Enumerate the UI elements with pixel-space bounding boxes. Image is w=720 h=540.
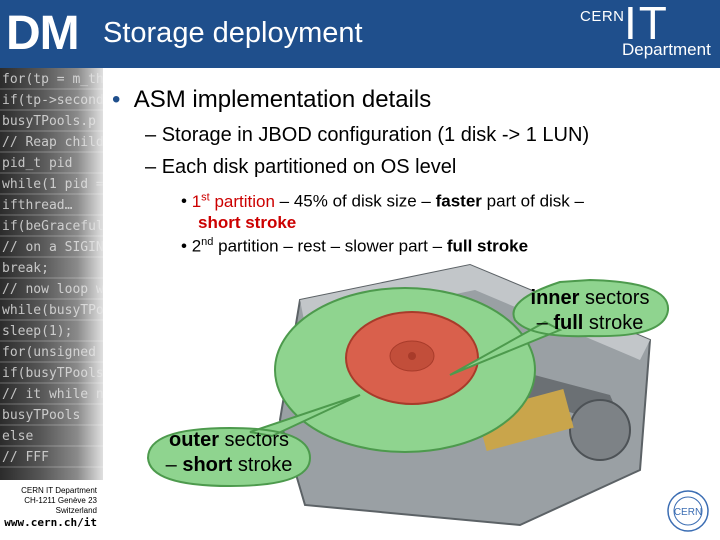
slide-title: Storage deployment: [103, 17, 363, 49]
footer-address: CERN IT Department CH-1211 Genève 23 Swi…: [0, 480, 103, 540]
code-line: // FFF: [2, 450, 49, 465]
footer-line-2: CH-1211 Genève 23: [24, 496, 97, 505]
bullet-asm-text: ASM implementation details: [133, 86, 432, 113]
ordinal-1: 1: [191, 191, 202, 211]
bullet-dot: •: [112, 86, 121, 113]
strip-divider: [0, 88, 103, 90]
strip-divider: [0, 151, 103, 153]
strip-divider: [0, 277, 103, 279]
cern-badge-icon: CERN: [667, 490, 709, 532]
outer-callout-text: outer sectors – short stroke: [144, 428, 314, 478]
department-logo-text: Department: [622, 40, 711, 59]
strip-divider: [0, 424, 103, 426]
strip-divider: [0, 256, 103, 258]
code-line: pid_t pid: [2, 156, 73, 171]
spindle-center: [408, 352, 416, 360]
item1-middle: – 45% of disk size –: [279, 191, 431, 211]
code-line: break;: [2, 261, 49, 276]
code-line: busyTPools.p: [2, 114, 96, 129]
ordinal-1-suffix: st: [201, 191, 210, 203]
partition-word: partition: [214, 191, 275, 211]
code-line: // on a SIGINT: [2, 240, 103, 255]
dm-logo-icon: DM: [6, 7, 80, 60]
code-line: // now loop wait: [2, 282, 103, 297]
code-line: ifthread…: [2, 198, 73, 213]
code-line: while(busyTPoo: [2, 303, 103, 318]
dash-marker: –: [145, 156, 157, 178]
sub-bullet-partition-text: Each disk partitioned on OS level: [161, 156, 457, 178]
strip-divider: [0, 340, 103, 342]
strip-divider: [0, 109, 103, 111]
footer-line-1: CERN IT Department: [21, 486, 97, 495]
actuator-pivot: [569, 399, 631, 461]
outer-dash: –: [165, 454, 183, 476]
strip-divider: [0, 319, 103, 321]
strip-divider: [0, 445, 103, 447]
code-line: // Reap child: [2, 135, 103, 150]
item2-text: partition – rest – slower part –: [218, 236, 443, 256]
outer-callout-bubble: [146, 394, 361, 488]
item1-faster: faster: [435, 191, 482, 211]
bullet-asm: • ASM implementation details: [112, 86, 431, 114]
cern-badge-text: CERN: [674, 507, 702, 518]
inner-line2: stroke: [583, 312, 644, 334]
strip-divider: [0, 172, 103, 174]
strip-divider: [0, 214, 103, 216]
item1-tail: part of disk –: [486, 191, 584, 211]
code-line: else: [2, 429, 34, 444]
strip-divider: [0, 382, 103, 384]
inner-callout-text: inner sectors – full stroke: [505, 286, 675, 336]
code-line: for(unsigned in: [2, 345, 103, 360]
strip-divider: [0, 298, 103, 300]
footer-line-3: Switzerland: [55, 506, 97, 515]
footer-url: www.cern.ch/it: [4, 516, 97, 529]
code-line: sleep(1);: [2, 324, 73, 339]
strip-divider: [0, 193, 103, 195]
outer-bold: outer: [168, 429, 219, 451]
flex-cable: [476, 389, 574, 451]
strip-divider: [0, 130, 103, 132]
item1-short-stroke: short stroke: [198, 212, 297, 232]
slide-header: DM Storage deployment CERN IT Department: [0, 0, 720, 68]
code-line: while(1 pid =: [2, 177, 103, 192]
inner-callout-bubble: [449, 278, 670, 376]
strip-divider: [0, 466, 103, 468]
ordinal-2-suffix: nd: [201, 236, 214, 248]
inner-dash: –: [536, 312, 554, 334]
code-line: if(beGraceful: [2, 219, 103, 234]
sub-bullet-jbod-text: Storage in JBOD configuration (1 disk ->…: [161, 124, 590, 146]
cern-it-logo-icon: CERN IT Department: [580, 0, 716, 62]
item2-full-stroke: full stroke: [446, 236, 529, 256]
outer-line2: stroke: [232, 454, 293, 476]
inner-bold: inner: [530, 287, 580, 309]
ordinal-2: 2: [191, 236, 202, 256]
code-line: busyTPools: [2, 408, 81, 423]
it-logo-text: IT: [624, 0, 669, 49]
code-image-strip: for(tp = m_thre if(tp->second-busyTPools.…: [0, 68, 103, 540]
code-line: for(tp = m_thre: [2, 72, 103, 87]
dash-marker: –: [145, 124, 157, 146]
outer-line1: sectors: [218, 429, 290, 451]
outer-bold2: short: [182, 454, 233, 476]
strip-divider: [0, 361, 103, 363]
cern-logo-text: CERN: [580, 8, 625, 25]
sub-bullet-partition: – Each disk partitioned on OS level: [145, 156, 456, 179]
sub-bullet-jbod: – Storage in JBOD configuration (1 disk …: [145, 124, 589, 147]
code-line: // it while no: [2, 387, 103, 402]
bullet-dot: •: [181, 236, 187, 256]
inner-line1: sectors: [579, 287, 650, 309]
item-second-partition: • 2nd partition – rest – slower part – f…: [181, 236, 528, 257]
code-line: if(busyTPools: [2, 366, 103, 381]
bullet-dot: •: [181, 191, 187, 211]
item-first-partition: • 1st partition – 45% of disk size – fas…: [181, 187, 671, 233]
inner-bold2: full: [553, 312, 584, 334]
strip-divider: [0, 403, 103, 405]
strip-divider: [0, 235, 103, 237]
code-line: if(tp->second-: [2, 93, 103, 108]
